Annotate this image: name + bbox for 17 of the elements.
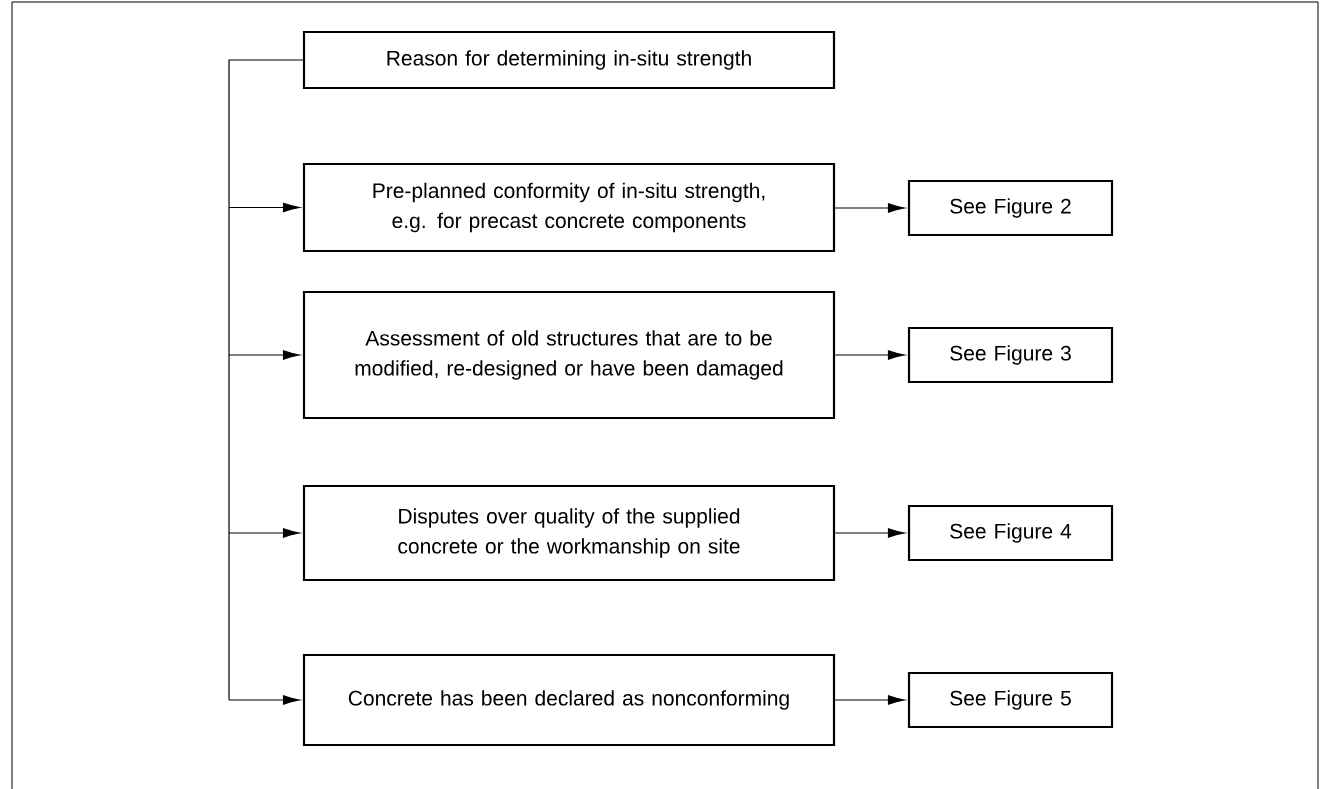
- arrow: [834, 695, 905, 705]
- process-box: Disputes over quality of the supplied concrete or the workmanship on site: [302, 484, 836, 582]
- reference-box: See Figure 3: [907, 326, 1114, 384]
- arrow: [834, 350, 905, 360]
- arrow: [834, 203, 905, 213]
- process-box: Reason for determining in-situ strength: [302, 30, 836, 90]
- arrow: [228, 695, 300, 705]
- reference-box: See Figure 2: [907, 179, 1114, 237]
- process-box: Assessment of old structures that are to be modified, re-designed or have been damaged: [302, 290, 836, 420]
- process-box: Pre-planned conformity of in-situ strength, e.g. for precast concrete components: [302, 162, 836, 253]
- arrow: [228, 350, 300, 360]
- arrow: [228, 528, 300, 538]
- arrow: [834, 528, 905, 538]
- connector-line: [228, 59, 304, 701]
- reference-box: See Figure 4: [907, 504, 1114, 562]
- process-box: Concrete has been declared as nonconforming: [302, 653, 836, 747]
- reference-box: See Figure 5: [907, 671, 1114, 729]
